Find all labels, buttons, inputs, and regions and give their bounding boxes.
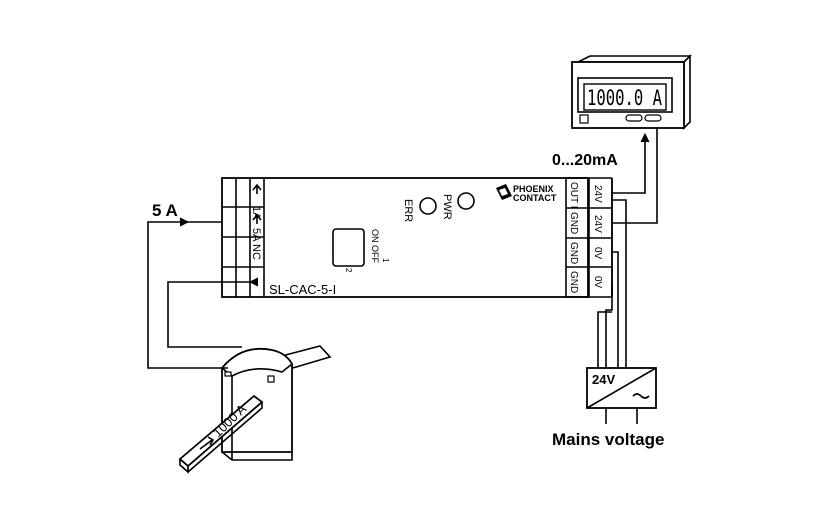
terminal-label-5a: 5A (250, 228, 262, 242)
input-current-label: 5 A (152, 201, 178, 220)
right-terminal-block: OUT I GND GND GND 24V 24V 0V 0V (565, 177, 613, 298)
signal-conditioner-module: 1A 5A NC SL-CAC-5-I ON OFF 1 2 ERR PWR P… (221, 177, 613, 298)
pwr-label: PWR (441, 194, 453, 220)
power-supply: 24V Mains voltage (552, 367, 664, 449)
rt-col2-row3: 0V (592, 247, 603, 260)
rt-col2-row2: 24V (592, 215, 603, 233)
led-indicators: ERR PWR (402, 192, 475, 222)
brand-line2: CONTACT (513, 193, 557, 203)
err-label: ERR (402, 199, 414, 222)
switch-on-off-label: ON OFF (370, 229, 380, 263)
mains-voltage-label: Mains voltage (552, 430, 664, 449)
panel-meter: 1000.0 A (571, 54, 692, 130)
phoenix-contact-logo: PHOENIX CONTACT (496, 184, 557, 203)
err-led (419, 197, 437, 215)
pwr-led (457, 192, 475, 210)
rt-col1-row1: OUT I (568, 182, 579, 208)
switch-2-label: 2 (344, 268, 353, 273)
rt-col1-row2: GND (568, 212, 579, 234)
rt-col2-row4: 0V (592, 276, 603, 289)
wiring (147, 128, 658, 369)
output-signal-label: 0...20mA (552, 152, 618, 169)
switch-1-label: 1 (381, 258, 390, 263)
supply-voltage-label: 24V (592, 372, 615, 387)
module-name: SL-CAC-5-I (269, 282, 336, 297)
terminal-label-1a: 1A (250, 206, 262, 220)
terminal-label-nc: NC (250, 244, 262, 260)
rt-col1-row3: GND (568, 242, 579, 264)
current-transformer: 1000 A (178, 345, 332, 474)
meter-display-value: 1000.0 A (587, 86, 662, 110)
rt-col2-row1: 24V (592, 185, 603, 203)
left-terminal-block: 1A 5A NC (222, 178, 265, 297)
brand-line1: PHOENIX (513, 184, 554, 194)
dip-switch: ON OFF 1 2 (332, 228, 390, 273)
rt-col1-row4: GND (568, 271, 579, 293)
